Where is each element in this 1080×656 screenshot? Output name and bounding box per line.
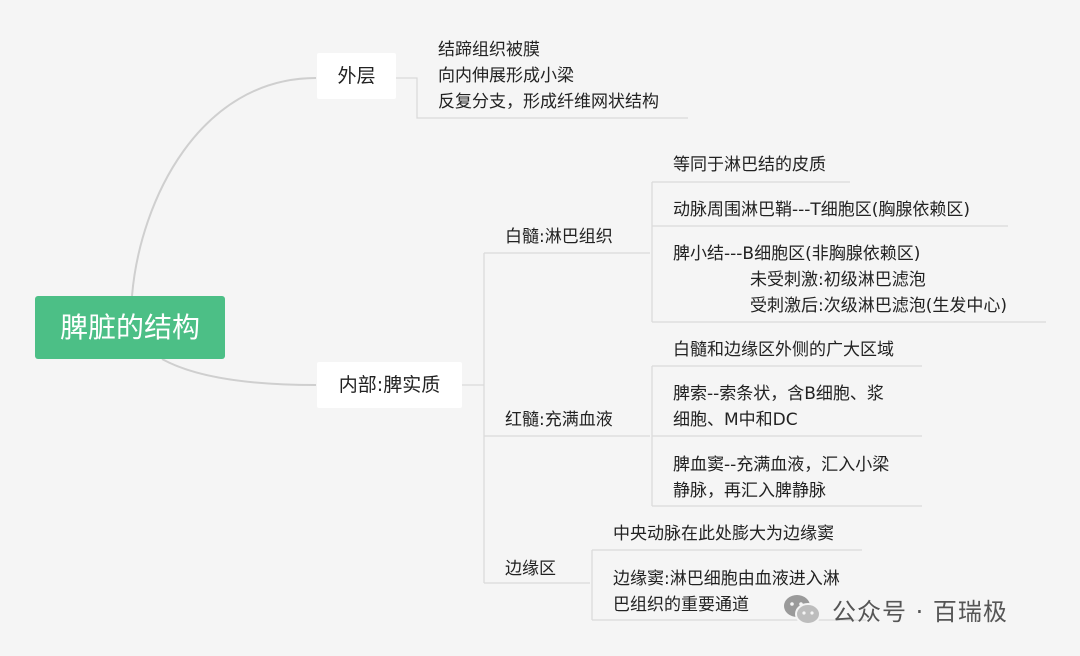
outer-item[interactable]: 反复分支，形成纤维网状结构: [438, 92, 659, 112]
red-pulp-node[interactable]: 红髓:充满血液: [505, 410, 613, 430]
watermark: 公众号 · 百瑞极: [782, 592, 1008, 627]
wechat-icon: [784, 594, 821, 625]
leaf-line: 未受刺激:初级淋巴滤泡: [750, 270, 926, 290]
leaf-line: 巴组织的重要通道: [613, 595, 749, 615]
marginal-zone-node[interactable]: 边缘区: [505, 559, 556, 579]
white-pulp-item[interactable]: 等同于淋巴结的皮质: [673, 152, 826, 178]
marginal-zone-item[interactable]: 中央动脉在此处膨大为边缘窦: [613, 521, 834, 547]
leaf-line: 等同于淋巴结的皮质: [673, 155, 826, 175]
connector-root-outer: [131, 77, 317, 297]
leaf-line: 脾索--索条状，含B细胞、浆: [673, 384, 884, 404]
watermark-text: 公众号 · 百瑞极: [832, 598, 1008, 626]
outer-item[interactable]: 结蹄组织被膜: [438, 40, 540, 60]
white-pulp-item[interactable]: 动脉周围淋巴鞘---T细胞区(胸腺依赖区): [673, 197, 970, 223]
connector-root-inner: [161, 358, 317, 386]
leaf-line: 受刺激后:次级淋巴滤泡(生发中心): [750, 296, 1007, 316]
white-pulp-node[interactable]: 白髓:淋巴组织: [505, 227, 613, 247]
white-pulp-item[interactable]: 脾小结---B细胞区(非胸腺依赖区) 未受刺激:初级淋巴滤泡 受刺激后:次级淋巴…: [673, 241, 1007, 319]
leaf-line: 静脉，再汇入脾静脉: [673, 481, 826, 501]
leaf-line: 细胞、M中和DC: [673, 410, 798, 430]
connector-outer-items: [396, 77, 688, 119]
leaf-line: 脾小结---B细胞区(非胸腺依赖区): [673, 244, 921, 264]
leaf-line: 中央动脉在此处膨大为边缘窦: [613, 524, 834, 544]
leaf-line: 边缘窦:淋巴细胞由血液进入淋: [613, 569, 840, 589]
red-pulp-item[interactable]: 脾索--索条状，含B细胞、浆 细胞、M中和DC: [673, 381, 884, 433]
root-node[interactable]: 脾脏的结构: [35, 296, 225, 359]
leaf-line: 动脉周围淋巴鞘---T细胞区(胸腺依赖区): [673, 200, 971, 220]
outer-item[interactable]: 向内伸展形成小梁: [438, 66, 574, 86]
marginal-zone-item[interactable]: 边缘窦:淋巴细胞由血液进入淋 巴组织的重要通道: [613, 566, 840, 618]
red-pulp-item[interactable]: 脾血窦--充满血液，汇入小梁 静脉，再汇入脾静脉: [673, 452, 889, 504]
outer-layer-node[interactable]: 外层: [317, 53, 396, 99]
red-pulp-item[interactable]: 白髓和边缘区外侧的广大区域: [673, 337, 894, 363]
leaf-line: 脾血窦--充满血液，汇入小梁: [673, 455, 890, 475]
leaf-line: 白髓和边缘区外侧的广大区域: [673, 340, 894, 360]
inner-parenchyma-node[interactable]: 内部:脾实质: [317, 362, 462, 408]
